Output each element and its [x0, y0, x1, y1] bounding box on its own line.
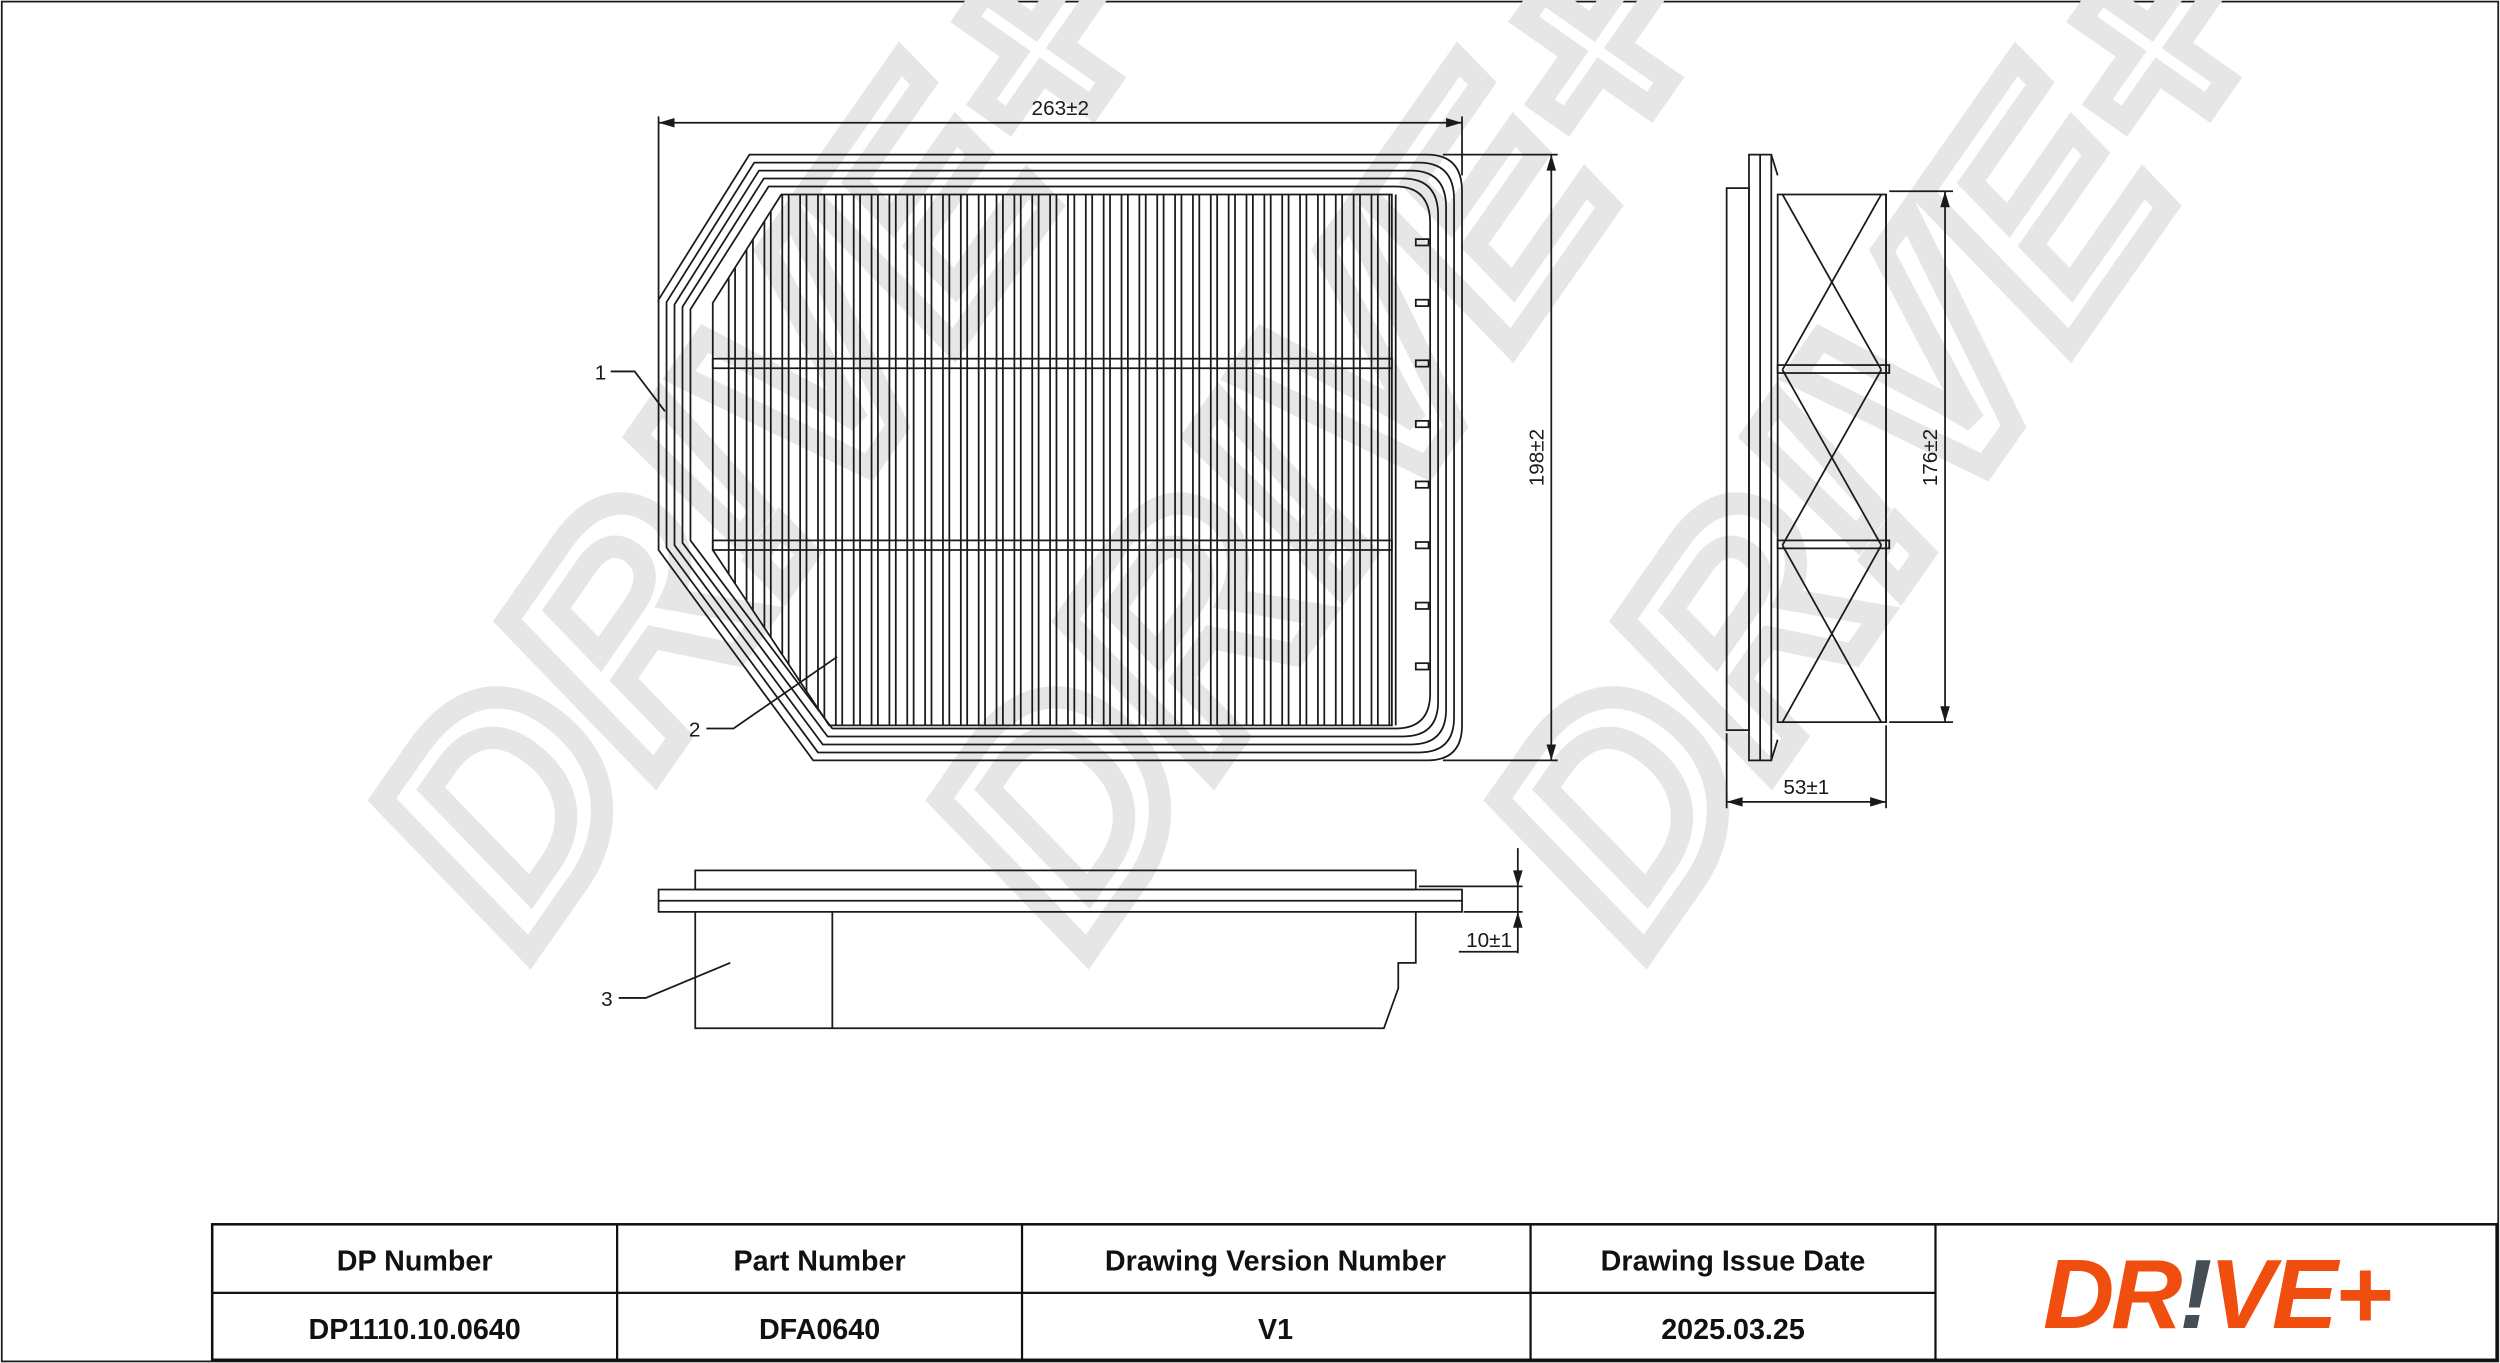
- side-bar: [1776, 539, 1891, 550]
- dimension-width: 263±2: [657, 97, 1463, 303]
- watermark: DR!VE+ DR!VE+ DR!VE+: [291, 0, 2348, 1005]
- callout-2: 2: [689, 656, 838, 741]
- frame-tab: [1414, 359, 1430, 368]
- dim-inner-height-label: 176±2: [1919, 429, 1942, 486]
- support-bar: [711, 357, 1393, 370]
- frame-outline: [681, 177, 1439, 738]
- svg-text:DR!VE+: DR!VE+: [2043, 1239, 2391, 1349]
- callout-1: 1: [595, 361, 666, 412]
- frame-tab: [1414, 238, 1430, 247]
- front-view: [657, 153, 1463, 762]
- frame-tab: [1414, 419, 1430, 429]
- dim-flange-label: 10±1: [1466, 929, 1512, 952]
- side-bar: [1776, 364, 1891, 374]
- frame-outline: [657, 153, 1463, 762]
- value-version: V1: [1258, 1314, 1293, 1346]
- svg-text:2: 2: [689, 718, 701, 741]
- pleat-area: [711, 193, 1393, 727]
- dim-width-label: 263±2: [1032, 97, 1089, 120]
- drive-logo: DR!VE+: [2043, 1239, 2394, 1349]
- svg-text:1: 1: [595, 361, 607, 384]
- svg-text:3: 3: [601, 988, 613, 1011]
- header-version: Drawing Version Number: [1105, 1246, 1446, 1278]
- pleat-cross: [1781, 194, 1883, 371]
- frame-tab: [1414, 480, 1430, 489]
- header-issue-date: Drawing Issue Date: [1601, 1246, 1866, 1278]
- side-view: [1725, 153, 1891, 762]
- header-dp-number: DP Number: [337, 1246, 493, 1278]
- frame-outline: [689, 185, 1432, 730]
- value-part-number: DFA0640: [759, 1314, 880, 1346]
- pleat-cross: [1781, 544, 1883, 723]
- bottom-view: [657, 869, 1463, 1030]
- dimension-flange: 10±1: [1418, 848, 1523, 954]
- dimension-height: 198±2: [1442, 153, 1558, 762]
- title-block: DP Number Part Number Drawing Version Nu…: [210, 1223, 2498, 1362]
- frame-tab: [1414, 298, 1430, 307]
- frame-tab: [1414, 662, 1430, 671]
- frame-tab: [1414, 601, 1430, 610]
- frame-outline: [673, 169, 1447, 746]
- frame-tab: [1414, 541, 1430, 550]
- dimension-depth: 53±1: [1725, 725, 1887, 809]
- callout-3: 3: [601, 962, 731, 1011]
- frame-outline: [665, 161, 1455, 754]
- support-bar: [711, 539, 1393, 551]
- value-dp-number: DP1110.10.0640: [309, 1314, 521, 1346]
- header-part-number: Part Number: [733, 1246, 905, 1278]
- dim-height-label: 198±2: [1525, 429, 1548, 486]
- dimension-inner-height: 176±2: [1889, 190, 1954, 724]
- pleat-cross: [1781, 369, 1883, 546]
- dim-depth-label: 53±1: [1783, 776, 1829, 799]
- value-issue-date: 2025.03.25: [1661, 1314, 1805, 1346]
